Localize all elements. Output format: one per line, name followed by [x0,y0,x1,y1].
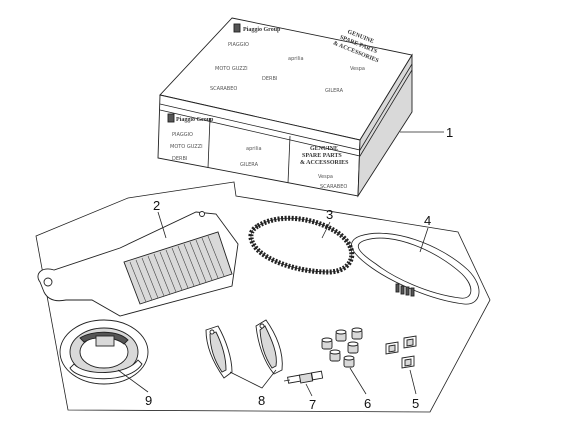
leader-9 [117,369,149,393]
callout-6: 6 [364,396,371,411]
front-brand-3: MOTO GUZZI [170,144,203,150]
lid-brand-5: DERBI [262,76,277,82]
leader-8 [229,369,277,389]
lid-brand-1: PIAGGIO [228,42,249,48]
leader-4 [419,227,429,253]
callout-5: 5 [412,396,419,411]
brake-shoes [59,319,149,385]
leader-3 [321,221,331,239]
accessories-box: Piaggio Group GENUINE SPARE PARTS & ACCE… [157,17,413,198]
leader-2 [157,211,167,239]
variator-rollers [321,327,363,368]
lid-brand-6: GILERA [325,88,344,94]
lid-brand-3: MOTO GUZZI [215,66,248,72]
brake-pads [205,319,283,379]
callout-9: 9 [145,393,152,408]
front-heading-3: & ACCESSORIES [300,160,349,166]
leader-6 [349,367,367,395]
lid-brand-text: Piaggio Group [243,27,281,33]
front-brand-text: Piaggio Group [176,117,214,123]
callout-2: 2 [153,198,160,213]
front-heading-2: SPARE PARTS [302,153,342,159]
front-brand-6: GILERA [240,162,259,168]
front-brand-4: Vespa [318,174,333,180]
lid-brand-2: aprilia [288,56,304,62]
leader-5 [409,369,417,395]
callout-1: 1 [446,125,453,140]
air-filter [37,211,239,317]
callout-3: 3 [326,207,333,222]
spark-plug [283,370,324,384]
callout-4: 4 [424,213,431,228]
kit-outline [35,181,491,413]
leader-7 [305,383,313,397]
v-belt [351,232,480,305]
piaggio-logo-icon [233,23,241,33]
front-brand-1: PIAGGIO [172,132,193,138]
lid-brand-7: SCARABEO [210,86,237,92]
front-brand-7: SCARABEO [320,184,347,190]
callout-7: 7 [309,397,316,412]
callout-8: 8 [258,393,265,408]
drive-belt [248,215,355,275]
front-brand-2: aprilia [246,146,262,152]
front-brand-5: DERBI [172,156,187,162]
lid-brand-4: Vespa [350,66,365,72]
front-logo-icon [167,113,175,123]
slider-clips [385,335,417,369]
front-heading-1: GENUINE [310,146,338,152]
